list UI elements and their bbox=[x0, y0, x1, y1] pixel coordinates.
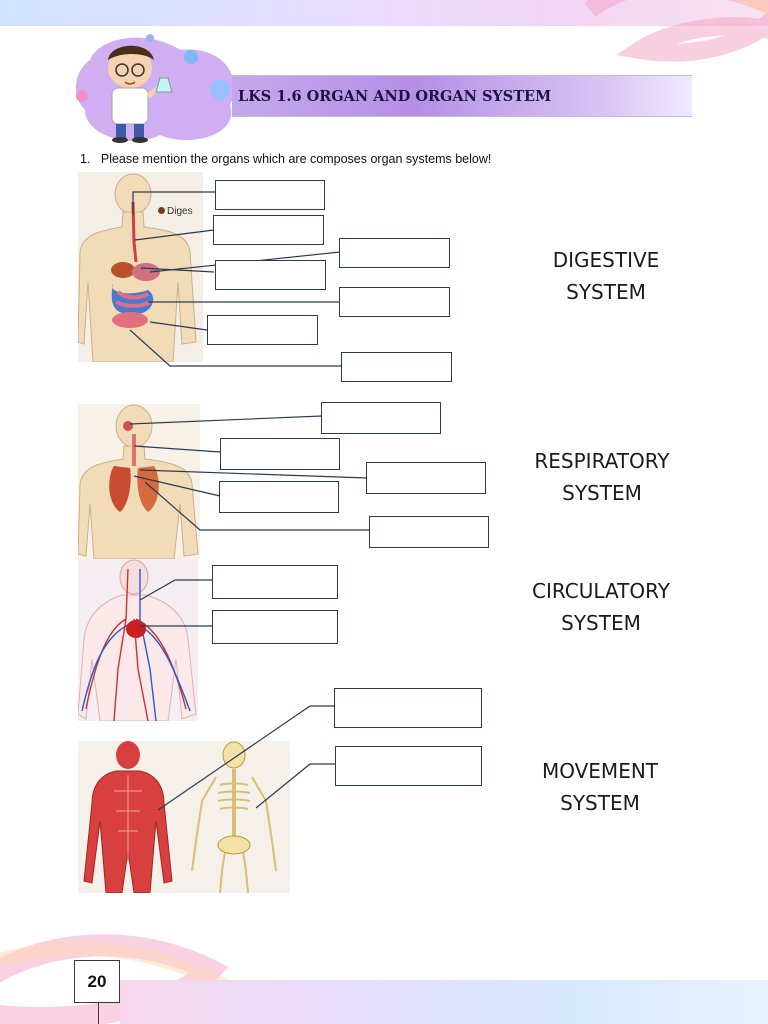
circulatory-answer-box-1[interactable] bbox=[212, 565, 338, 599]
scientist-kid-icon bbox=[75, 34, 235, 143]
digestive-answer-box-5[interactable] bbox=[339, 287, 450, 317]
movement-answer-box-2[interactable] bbox=[335, 746, 482, 786]
digestive-figure-caption: Diges bbox=[158, 206, 193, 217]
page-number: 20 bbox=[74, 960, 120, 1003]
question-text: Please mention the organs which are comp… bbox=[100, 152, 492, 166]
bottom-gradient-band bbox=[120, 980, 768, 1024]
circulatory-answer-box-2[interactable] bbox=[212, 610, 338, 644]
top-gradient-band bbox=[0, 0, 768, 26]
digestive-answer-box-6[interactable] bbox=[207, 315, 318, 345]
question-number: 1. bbox=[80, 152, 91, 166]
top-swirl-decoration bbox=[584, 0, 768, 62]
page-title: LKS 1.6 ORGAN AND ORGAN SYSTEM bbox=[238, 87, 552, 105]
caption-dot-icon bbox=[158, 207, 165, 214]
respiratory-answer-box-4[interactable] bbox=[219, 481, 339, 513]
movement-system-figure bbox=[78, 741, 290, 893]
page-number-tick bbox=[98, 1003, 99, 1024]
circulatory-system-figure bbox=[78, 559, 198, 721]
movement-answer-box-1[interactable] bbox=[334, 688, 482, 728]
digestive-answer-box-1[interactable] bbox=[215, 180, 325, 210]
digestive-answer-box-7[interactable] bbox=[341, 352, 452, 382]
question-1: 1. Please mention the organs which are c… bbox=[80, 152, 491, 166]
respiratory-answer-box-2[interactable] bbox=[220, 438, 340, 470]
digestive-answer-box-3[interactable] bbox=[339, 238, 450, 268]
respiratory-system-figure bbox=[78, 404, 200, 559]
digestive-answer-box-4[interactable] bbox=[215, 260, 326, 290]
respiratory-answer-box-5[interactable] bbox=[369, 516, 489, 548]
respiratory-answer-box-1[interactable] bbox=[321, 402, 441, 434]
digestive-answer-box-2[interactable] bbox=[213, 215, 324, 245]
digestive-system-figure bbox=[78, 172, 203, 362]
respiratory-answer-box-3[interactable] bbox=[366, 462, 486, 494]
page-title-bar: LKS 1.6 ORGAN AND ORGAN SYSTEM bbox=[232, 75, 692, 117]
